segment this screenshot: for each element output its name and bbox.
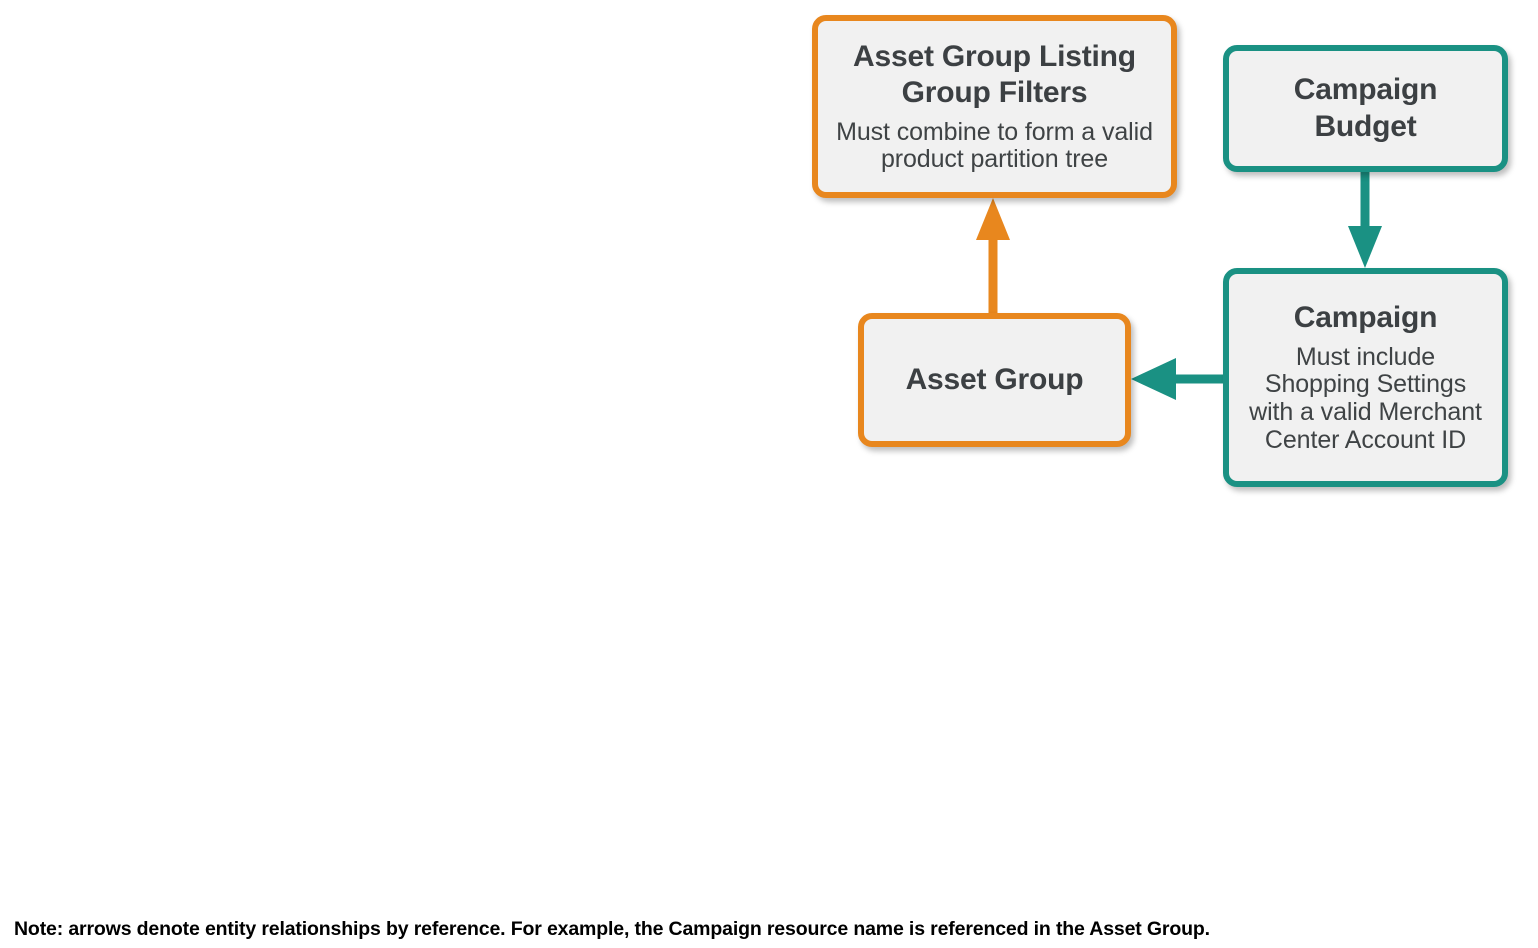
entity-title-campaign: Campaign (1293, 301, 1438, 335)
arrow-head-teal-down (1348, 226, 1382, 268)
entity-box-campaign[interactable]: Campaign Must include Shopping Settings … (1223, 268, 1508, 487)
arrow-campaign-budget-to-campaign (1348, 169, 1382, 268)
entity-box-asset-group-listing-group-filters[interactable]: Asset Group Listing Group Filters Must c… (812, 15, 1177, 198)
arrow-asset-group-to-listing-group-filters (976, 198, 1010, 316)
entity-box-asset-group[interactable]: Asset Group (858, 313, 1131, 447)
arrow-head-teal-left (1131, 358, 1176, 400)
entity-title-asset-group-listing-group-filters: Asset Group Listing Group Filters (853, 39, 1136, 110)
arrow-campaign-to-asset-group (1131, 358, 1226, 400)
arrow-head-orange-up (976, 198, 1010, 240)
entity-subtitle-asset-group-listing-group-filters: Must combine to form a valid product par… (836, 117, 1153, 174)
entity-title-campaign-budget: Campaign Budget (1293, 73, 1438, 143)
entity-subtitle-campaign: Must include Shopping Settings with a va… (1249, 342, 1482, 454)
diagram-footnote: Note: arrows denote entity relationships… (14, 918, 1210, 940)
entity-title-asset-group: Asset Group (905, 362, 1084, 396)
entity-box-campaign-budget[interactable]: Campaign Budget (1223, 45, 1508, 172)
